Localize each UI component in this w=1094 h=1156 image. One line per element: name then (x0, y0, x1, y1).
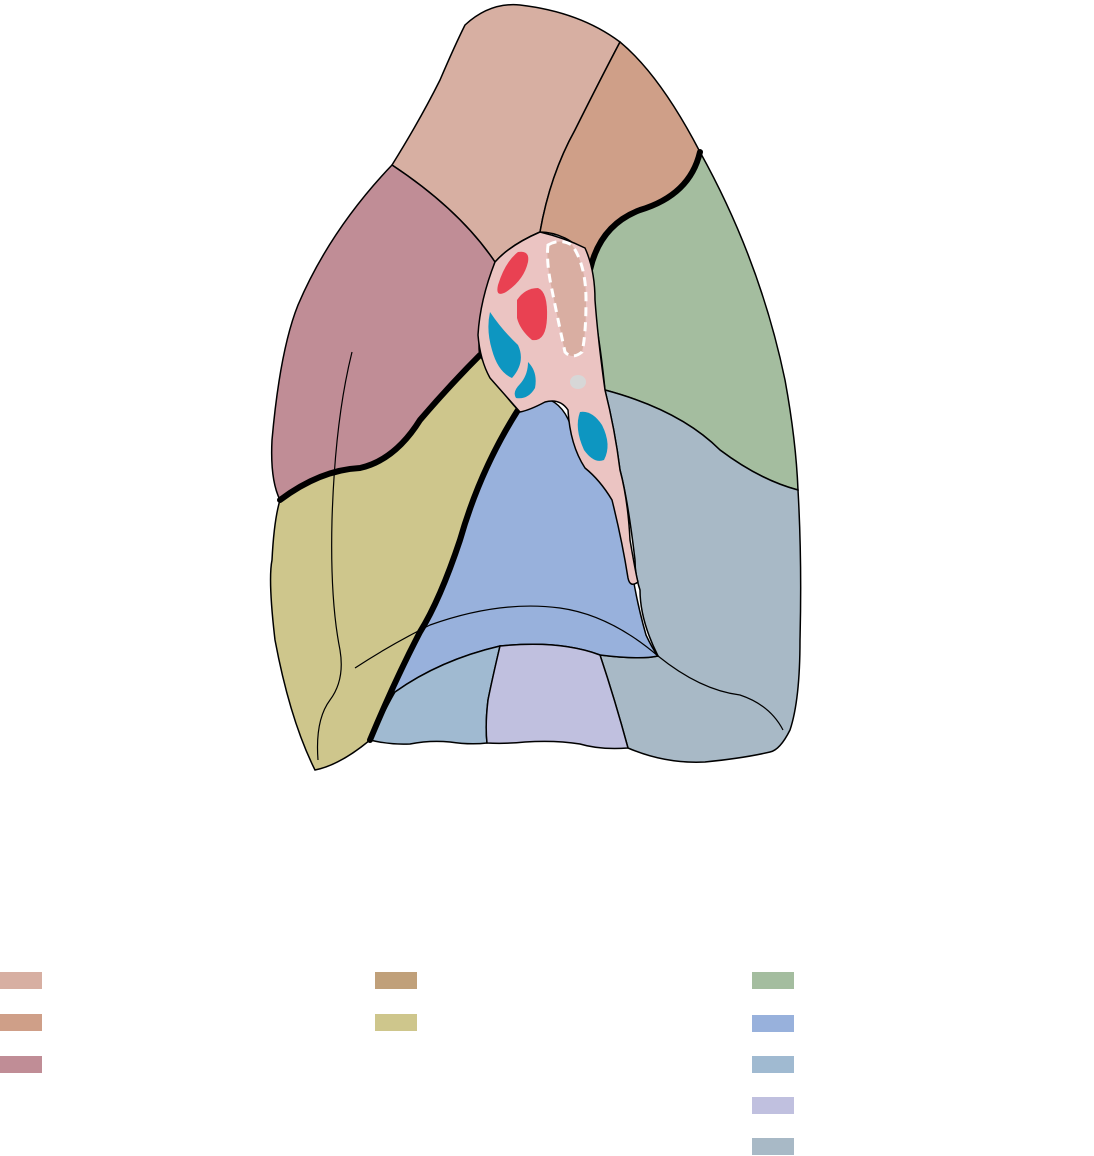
fissure-oblique (277, 352, 483, 503)
segment-line-right (657, 655, 784, 731)
pulmonary-vein-3 (577, 411, 608, 461)
segment-line-left (316, 351, 353, 761)
pulmonary-artery-main (517, 288, 548, 341)
segment-lavender (485, 643, 629, 750)
segment-greyblue (598, 388, 802, 763)
pulmonary-vein-1 (488, 312, 521, 378)
segment-line-lower (354, 605, 659, 669)
pulmonary-artery-upper (497, 251, 529, 294)
fissure-lower (367, 407, 521, 743)
pulmonary-vein-2 (514, 362, 536, 399)
lymph-node (570, 375, 586, 389)
fissure-upper (587, 149, 703, 273)
main-bronchus (546, 240, 588, 358)
